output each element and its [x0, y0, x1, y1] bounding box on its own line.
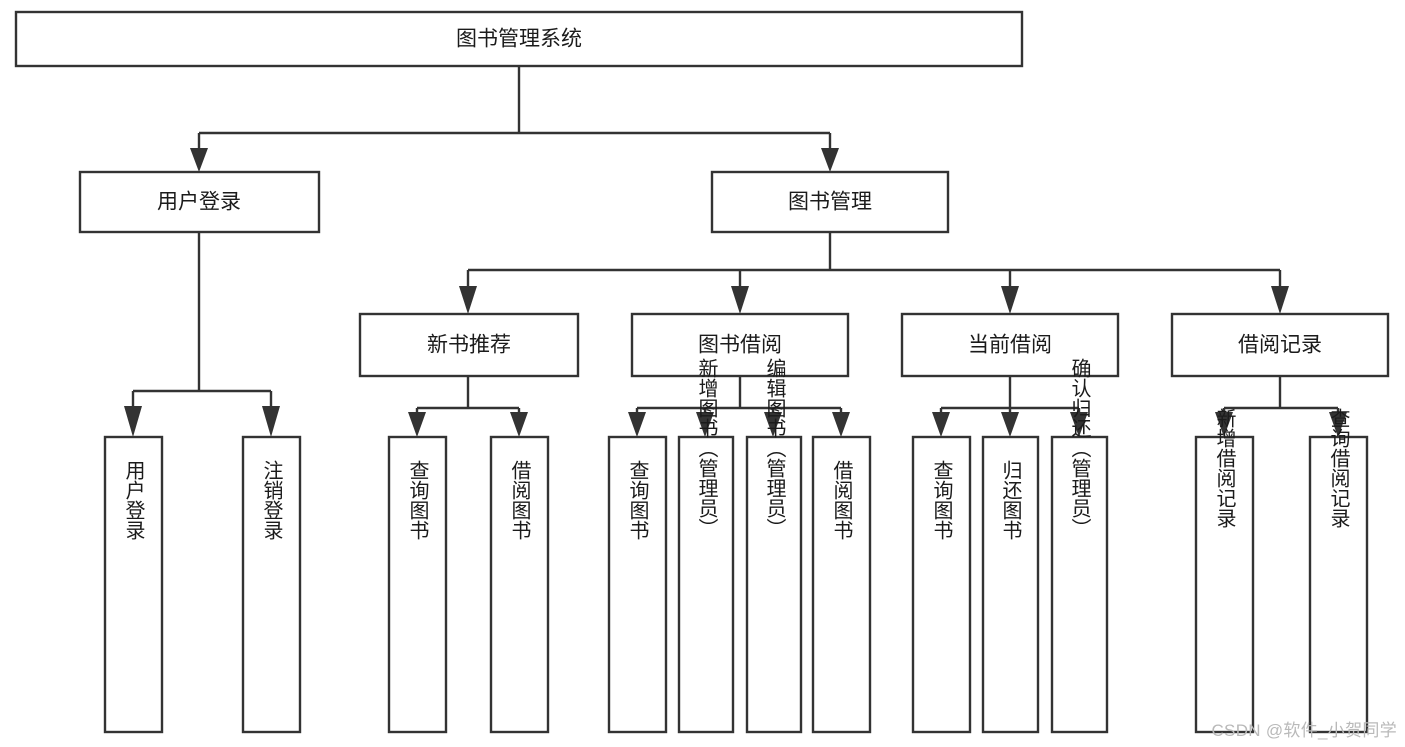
- arrowhead-leaf-return-book: [1001, 412, 1019, 437]
- node-root-label: 图书管理系统: [456, 28, 582, 51]
- connector-layer: [124, 66, 1347, 437]
- csdn-watermark: CSDN @软件_小贺同学: [1211, 721, 1397, 740]
- node-leaf-add-book-label: 新增图书（管理员）: [695, 358, 718, 538]
- node-book-manage[interactable]: 图书管理: [710, 170, 950, 234]
- node-leaf-return-book[interactable]: 归还图书: [981, 435, 1040, 734]
- node-new-book-recommend[interactable]: 新书推荐: [358, 312, 580, 378]
- node-leaf-query-book-1[interactable]: 查询图书: [387, 435, 448, 734]
- node-leaf-borrow-book-2-box[interactable]: [811, 435, 872, 734]
- node-current-borrow[interactable]: 当前借阅: [900, 312, 1120, 378]
- node-user-login-box[interactable]: [78, 170, 321, 234]
- node-user-login[interactable]: 用户登录: [78, 170, 321, 234]
- arrowhead-leaf-logout: [262, 406, 280, 437]
- node-leaf-add-record-box[interactable]: [1194, 435, 1255, 734]
- arrowhead-leaf-user-login: [124, 406, 142, 437]
- node-leaf-borrow-book-2-label: 借阅图书: [830, 460, 853, 540]
- node-leaf-logout-box[interactable]: [241, 435, 302, 734]
- node-leaf-confirm-return-box[interactable]: [1050, 435, 1109, 734]
- node-leaf-query-book-3-label: 查询图书: [930, 460, 953, 540]
- node-borrow-record-box[interactable]: [1170, 312, 1390, 378]
- node-leaf-add-book-box[interactable]: [677, 435, 735, 734]
- arrowhead-leaf-add-record: [1215, 412, 1233, 437]
- node-leaf-borrow-book-1[interactable]: 借阅图书: [489, 435, 550, 734]
- node-leaf-edit-book-box[interactable]: [745, 435, 803, 734]
- arrowhead-leaf-edit-book: [764, 412, 782, 437]
- node-leaf-user-login[interactable]: 用户登录: [103, 435, 164, 734]
- arrowhead-leaf-borrow-book-1: [510, 412, 528, 437]
- node-current-borrow-label: 当前借阅: [968, 334, 1052, 357]
- node-leaf-borrow-book-1-box[interactable]: [489, 435, 550, 734]
- arrowhead-leaf-query-book-2: [628, 412, 646, 437]
- node-leaf-edit-book[interactable]: 编辑图书（管理员）: [745, 358, 803, 734]
- node-user-login-label: 用户登录: [157, 191, 241, 214]
- node-borrow-record[interactable]: 借阅记录: [1170, 312, 1390, 378]
- node-leaf-query-book-3-box[interactable]: [911, 435, 972, 734]
- node-leaf-query-record[interactable]: 查询借阅记录: [1308, 408, 1369, 734]
- node-root-box[interactable]: [14, 10, 1024, 68]
- node-leaf-return-book-box[interactable]: [981, 435, 1040, 734]
- node-book-borrow-label: 图书借阅: [698, 334, 782, 357]
- node-book-manage-box[interactable]: [710, 170, 950, 234]
- arrowhead-leaf-query-book-1: [408, 412, 426, 437]
- arrowhead-book-manage: [821, 148, 839, 172]
- arrowhead-user-login: [190, 148, 208, 172]
- arrowhead-new-book-recommend: [459, 286, 477, 314]
- node-leaf-query-book-2-label: 查询图书: [626, 460, 649, 540]
- node-book-manage-label: 图书管理: [788, 191, 872, 214]
- node-leaf-query-record-label: 查询借阅记录: [1327, 408, 1350, 528]
- node-book-borrow[interactable]: 图书借阅: [630, 312, 850, 378]
- arrowhead-current-borrow: [1001, 286, 1019, 314]
- node-leaf-confirm-return[interactable]: 确认归还（管理员）: [1050, 358, 1109, 734]
- node-leaf-query-book-1-label: 查询图书: [406, 460, 429, 540]
- node-leaf-edit-book-label: 编辑图书（管理员）: [763, 358, 786, 538]
- node-borrow-record-label: 借阅记录: [1238, 334, 1322, 357]
- node-leaf-add-book[interactable]: 新增图书（管理员）: [677, 358, 735, 734]
- arrowhead-leaf-borrow-book-2: [832, 412, 850, 437]
- arrowhead-leaf-query-record: [1329, 412, 1347, 437]
- arrowhead-leaf-confirm-return: [1070, 412, 1088, 437]
- arrowhead-leaf-add-book: [696, 412, 714, 437]
- node-new-book-recommend-label: 新书推荐: [427, 334, 511, 357]
- node-leaf-borrow-book-2[interactable]: 借阅图书: [811, 435, 872, 734]
- node-root[interactable]: 图书管理系统: [14, 10, 1024, 68]
- node-current-borrow-box[interactable]: [900, 312, 1120, 378]
- node-leaf-user-login-box[interactable]: [103, 435, 164, 734]
- node-leaf-query-book-2-box[interactable]: [607, 435, 668, 734]
- arrowhead-leaf-query-book-3: [932, 412, 950, 437]
- node-book-borrow-box[interactable]: [630, 312, 850, 378]
- node-leaf-add-record-label: 新增借阅记录: [1213, 408, 1236, 528]
- node-leaf-return-book-label: 归还图书: [999, 460, 1022, 540]
- node-leaf-query-record-box[interactable]: [1308, 435, 1369, 734]
- node-leaf-logout[interactable]: 注销登录: [241, 435, 302, 734]
- arrowhead-book-borrow: [731, 286, 749, 314]
- node-leaf-query-book-2[interactable]: 查询图书: [607, 435, 668, 734]
- arrowhead-borrow-record: [1271, 286, 1289, 314]
- node-leaf-query-book-3[interactable]: 查询图书: [911, 435, 972, 734]
- node-leaf-logout-label: 注销登录: [260, 460, 283, 540]
- node-leaf-add-record[interactable]: 新增借阅记录: [1194, 408, 1255, 734]
- node-leaf-confirm-return-label: 确认归还（管理员）: [1068, 358, 1091, 538]
- node-leaf-user-login-label: 用户登录: [122, 460, 145, 540]
- node-leaf-query-book-1-box[interactable]: [387, 435, 448, 734]
- node-leaf-borrow-book-1-label: 借阅图书: [508, 460, 531, 540]
- node-new-book-recommend-box[interactable]: [358, 312, 580, 378]
